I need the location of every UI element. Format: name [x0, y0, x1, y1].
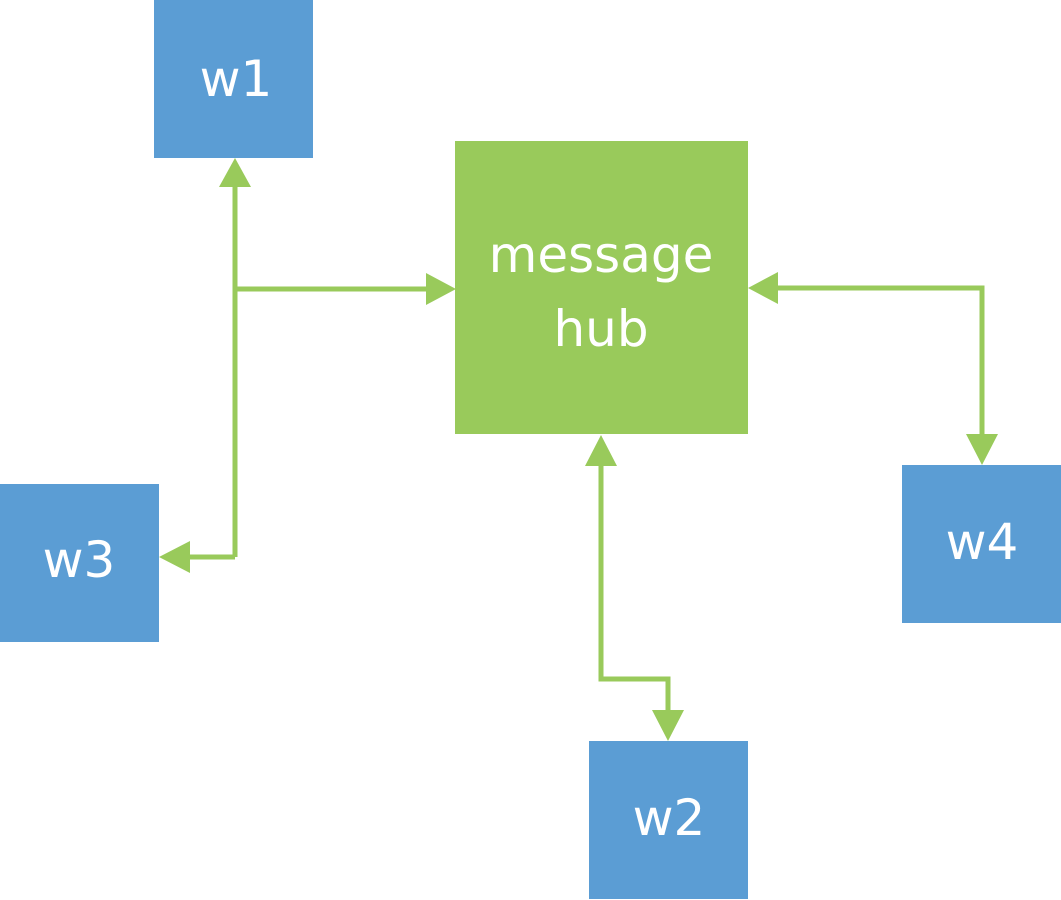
worker-box-w1 [154, 0, 313, 158]
hub-box [455, 141, 748, 434]
worker-label-w3: w3 [43, 531, 116, 589]
arrowhead-to-w2 [652, 710, 684, 741]
worker-box-w4 [902, 465, 1061, 623]
hub-node: message hub [455, 141, 748, 434]
hub-label-line2: hub [553, 300, 648, 358]
worker-node-w1: w1 [154, 0, 313, 158]
arrowheads [159, 158, 998, 741]
worker-label-w1: w1 [200, 50, 273, 108]
arrowhead-to-w4 [966, 434, 998, 465]
arrowhead-to-hub-bottom [585, 435, 617, 466]
connector-hub-w2 [598, 460, 671, 716]
worker-node-w4: w4 [902, 465, 1061, 623]
worker-node-w3: w3 [0, 484, 159, 642]
worker-label-w2: w2 [633, 789, 706, 847]
connectors [186, 182, 985, 716]
arrowhead-to-w1 [219, 158, 251, 187]
arrowhead-to-hub-left [426, 273, 456, 305]
arrowhead-to-hub-right [748, 272, 778, 304]
worker-node-w2: w2 [589, 741, 748, 899]
arrowhead-to-w3 [159, 541, 190, 573]
worker-box-w3 [0, 484, 159, 642]
worker-label-w4: w4 [946, 513, 1019, 571]
connector-hub-w4 [772, 285, 985, 440]
hub-label-line1: message [489, 226, 714, 284]
worker-box-w2 [589, 741, 748, 899]
